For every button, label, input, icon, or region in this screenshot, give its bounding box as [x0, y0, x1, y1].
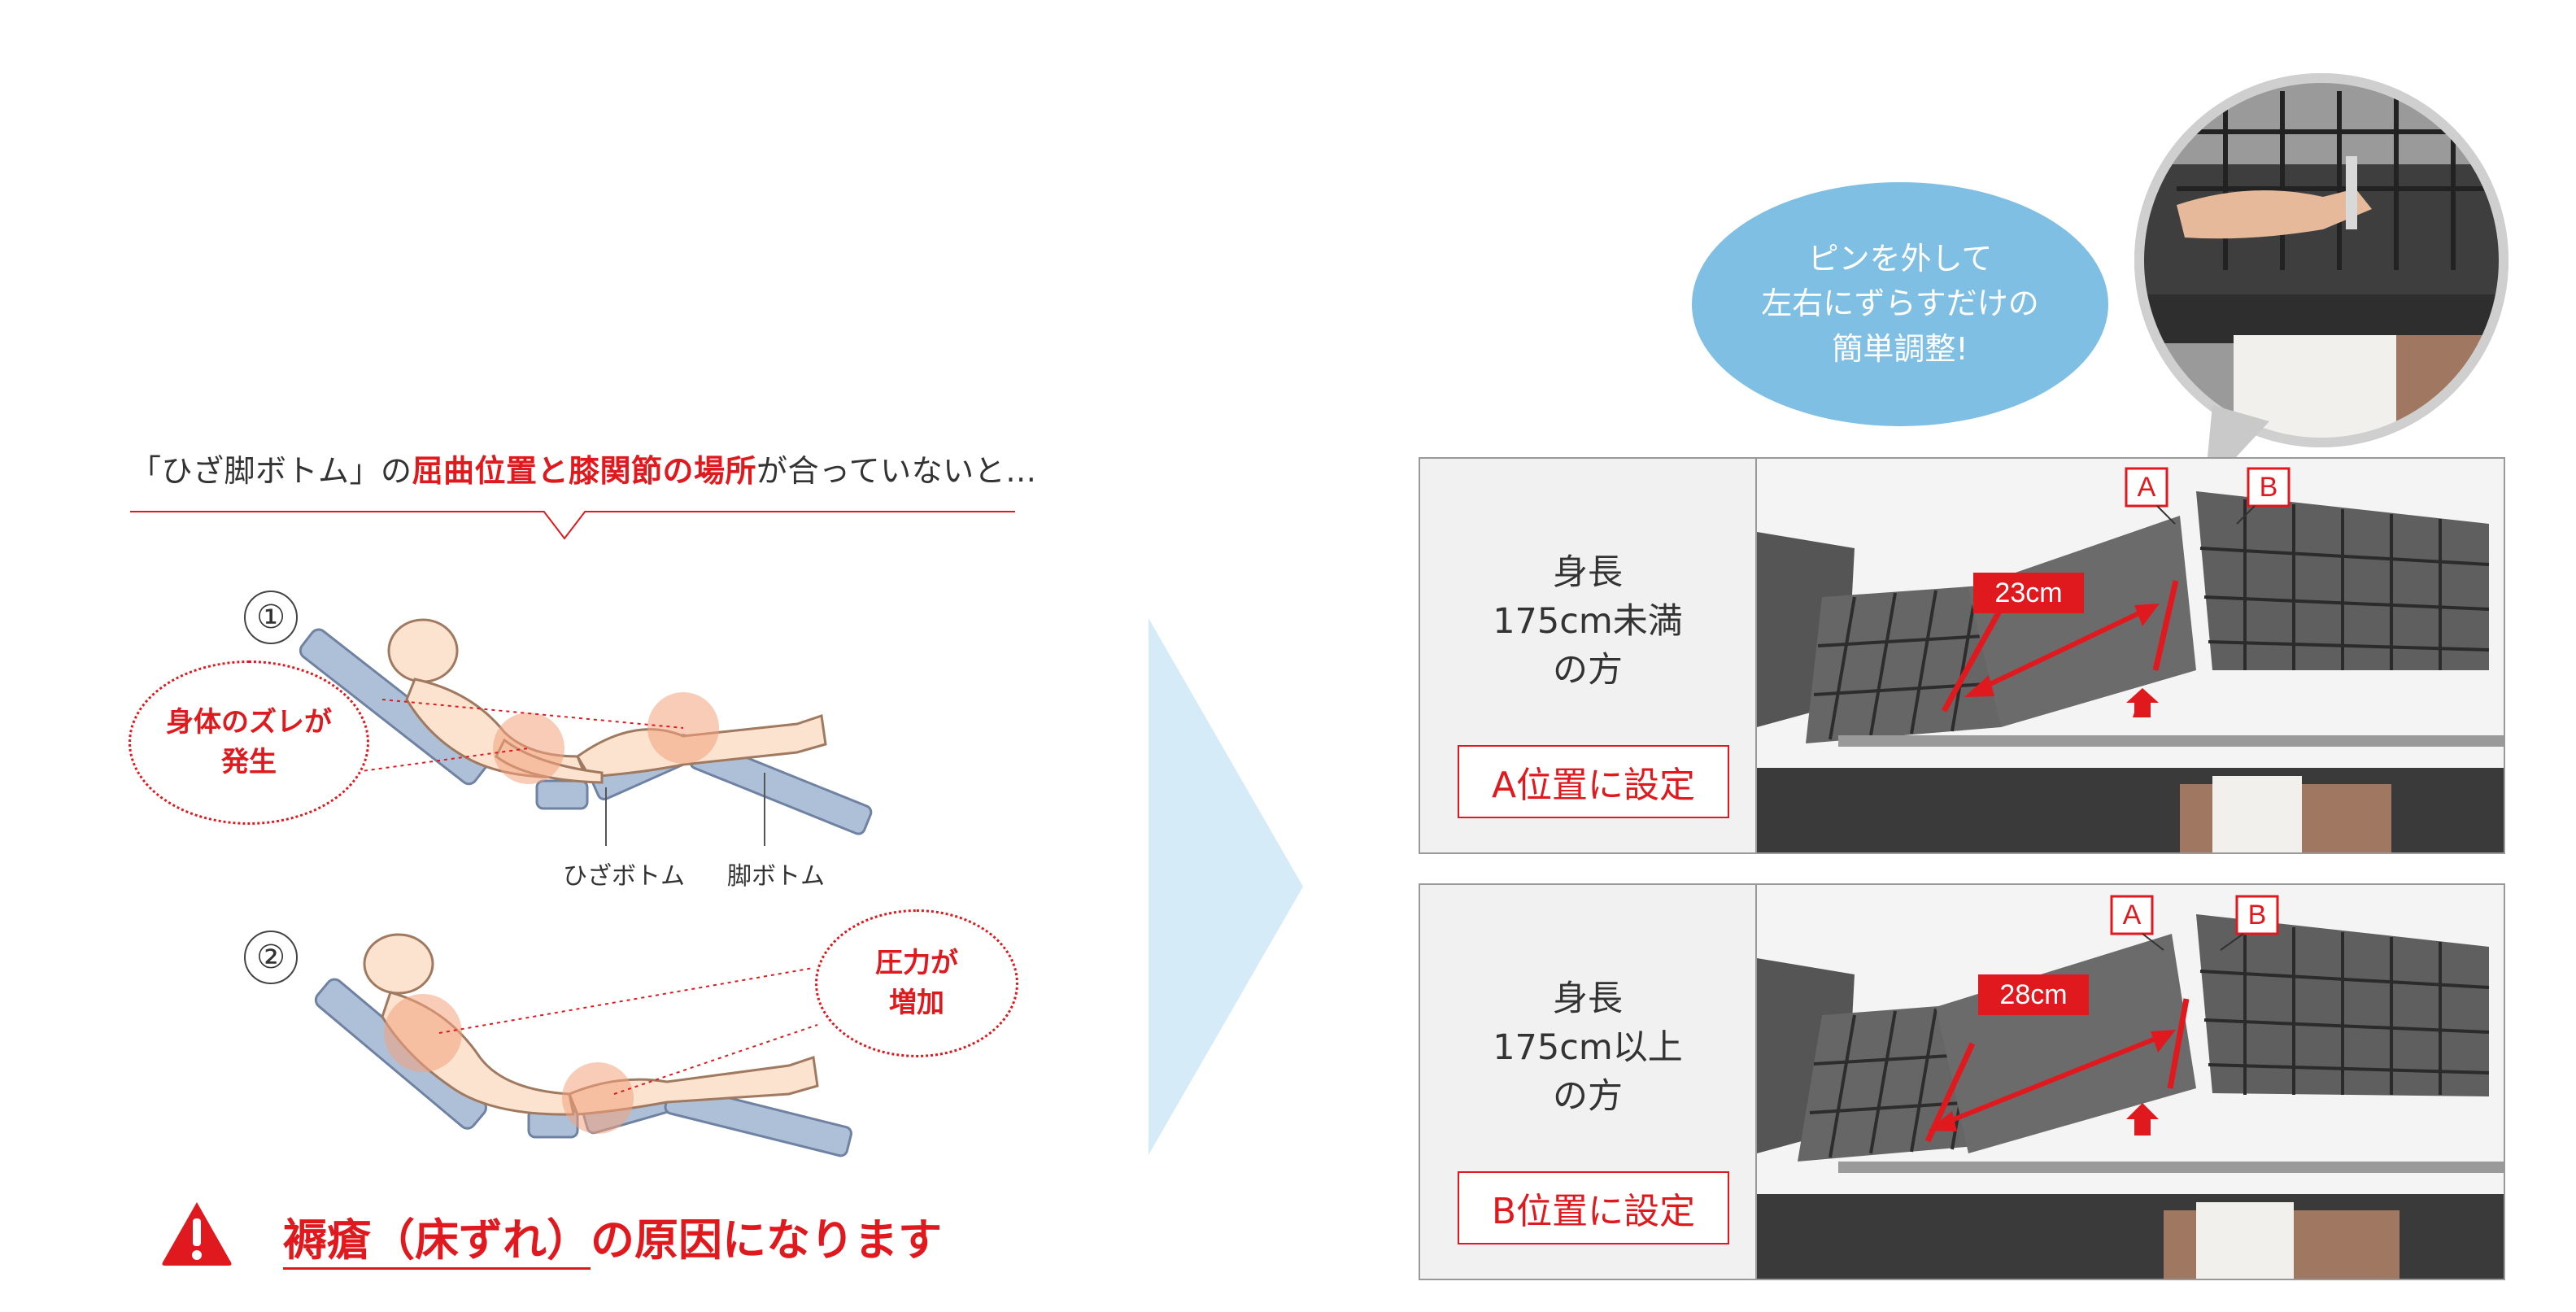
- bubble-line3: 簡単調整!: [1832, 330, 1968, 367]
- panel-b-info: 身長 175cm以上 の方 B位置に設定: [1420, 885, 1757, 1279]
- warning-rest: の原因になります: [591, 1214, 942, 1266]
- heading-highlight: 屈曲位置と膝関節の場所: [412, 453, 757, 489]
- bubble-line1: ピンを外して: [1807, 241, 1993, 277]
- panel-a-marker-a: A: [2138, 472, 2156, 503]
- panel-b-marker-a: A: [2123, 900, 2142, 931]
- setting-panel-a: 身長 175cm未満 の方 A位置に設定: [1419, 457, 2505, 854]
- panel-a-info: 身長 175cm未満 の方 A位置に設定: [1420, 459, 1757, 852]
- heading-notch-icon: [543, 511, 586, 540]
- callout-pressure-line1: 圧力が: [875, 946, 958, 979]
- panel-a-height-line1: 身長: [1553, 552, 1623, 593]
- case1-illustration: [299, 618, 873, 846]
- panel-a-height-line3: の方: [1553, 650, 1623, 691]
- bubble-line2: 左右にずらすだけの: [1761, 286, 2039, 322]
- pressure-spot-hip-1: [493, 713, 564, 784]
- label-ashi-bottom: 脚ボトム: [727, 862, 825, 891]
- panel-b-setting-label: B位置に設定: [1458, 1171, 1729, 1244]
- panel-a-setting-label: A位置に設定: [1458, 745, 1729, 818]
- pressure-spot-hip-2: [562, 1062, 634, 1134]
- panel-b-bed-photo: 28cm A B: [1757, 885, 2504, 1279]
- panel-b-marker-b: B: [2248, 900, 2267, 931]
- warning-triangle-icon: [162, 1202, 232, 1266]
- panel-b-height-line1: 身長: [1553, 979, 1623, 1019]
- case2-illustration: [314, 933, 852, 1157]
- person-figure-1: [387, 618, 827, 784]
- panel-b-height: 身長 175cm以上 の方: [1420, 974, 1755, 1122]
- warning-message: 褥瘡（床ずれ）の原因になります: [283, 1204, 942, 1270]
- panel-a-marker-b: B: [2260, 472, 2278, 503]
- callout-slip-line2: 発生: [221, 746, 277, 778]
- panel-a-height: 身長 175cm未満 の方: [1420, 548, 1755, 695]
- panel-b-distance: 28cm: [1999, 979, 2067, 1010]
- panel-a-bed-photo: 23cm A B: [1757, 459, 2504, 852]
- panel-b-height-line3: の方: [1553, 1076, 1623, 1118]
- panel-a-height-line2: 175cm未満: [1493, 601, 1683, 643]
- seat-bottom-1: [535, 779, 589, 810]
- callout-pressure: 圧力が 増加: [815, 909, 1018, 1057]
- zoom-pin-photo: [2134, 73, 2508, 447]
- callout-pressure-line2: 増加: [889, 987, 944, 1019]
- case1-number: ①: [244, 591, 298, 644]
- heading-suffix: が合っていないと…: [756, 453, 1037, 489]
- callout-slip: 身体のズレが 発生: [129, 660, 369, 825]
- case2-number: ②: [244, 931, 298, 984]
- back-bottom-1: [299, 628, 489, 786]
- warning-underlined: 褥瘡（床ずれ）: [283, 1214, 591, 1270]
- tip-speech-bubble: ピンを外して 左右にずらすだけの 簡単調整!: [1692, 182, 2108, 426]
- label-hiza-bottom: ひざボトム: [563, 862, 685, 891]
- setting-panel-b: 身長 175cm以上 の方 B位置に設定: [1419, 883, 2505, 1280]
- panel-b-height-line2: 175cm以上: [1493, 1027, 1683, 1069]
- transition-arrow-icon: [1149, 618, 1303, 1155]
- heading-prefix: 「ひざ脚ボトム」の: [130, 453, 412, 489]
- panel-a-distance: 23cm: [1994, 578, 2062, 608]
- callout-slip-line1: 身体のズレが: [166, 705, 332, 739]
- pressure-spot-back-2: [384, 994, 462, 1072]
- section-heading: 「ひざ脚ボトム」の屈曲位置と膝関節の場所が合っていないと…: [130, 446, 1037, 490]
